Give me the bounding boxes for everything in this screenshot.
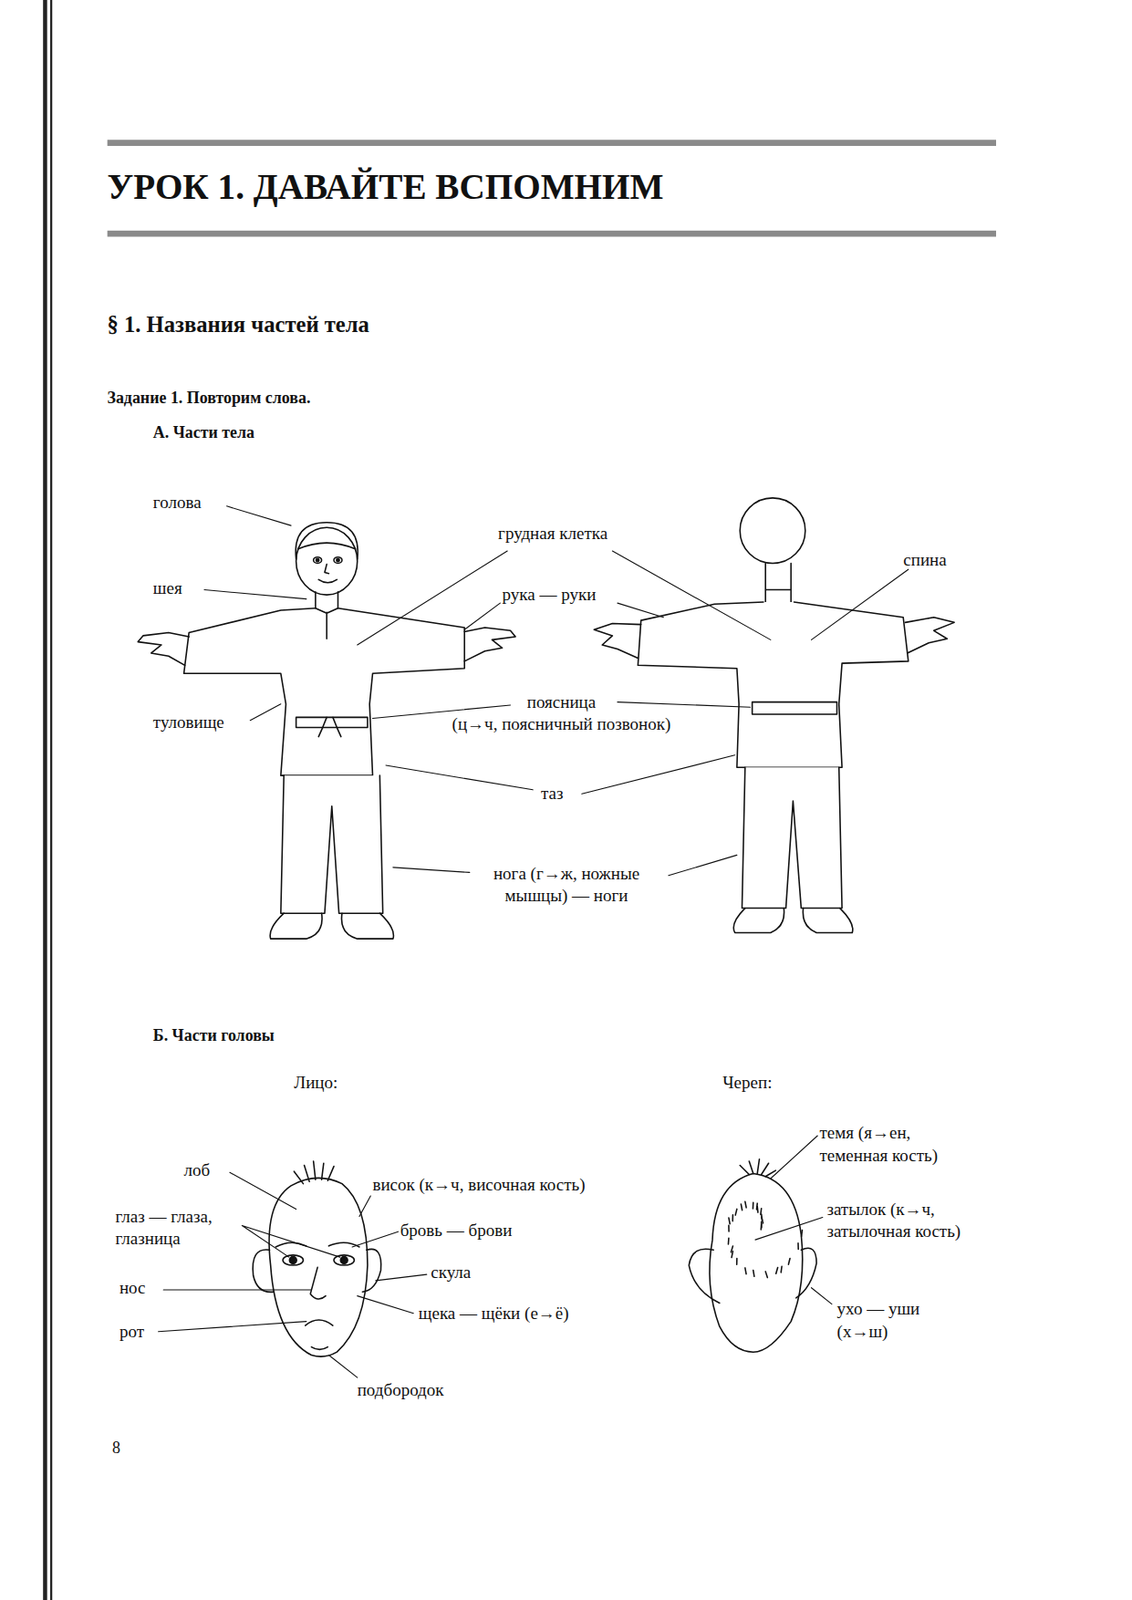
hair-stroke (759, 1208, 762, 1216)
hair-stroke (760, 1214, 763, 1221)
body-part-label: таз (540, 782, 564, 806)
head-part-label: ухо — уши (х→ш) (837, 1298, 921, 1343)
hair-stroke (735, 1208, 738, 1216)
body-part-label: рука — руки (502, 583, 597, 607)
head-part-label: скула (430, 1261, 471, 1285)
figure-caption: Лицо: (293, 1071, 338, 1095)
hair-stroke (776, 1267, 779, 1274)
hair-stroke (745, 1267, 747, 1275)
body-part-label: туловище (153, 711, 225, 735)
body-part-label: грудная клетка (498, 522, 608, 546)
head-part-label: рот (119, 1320, 145, 1344)
hair-stroke (788, 1257, 790, 1265)
subheading: Б. Части головы (153, 1025, 275, 1047)
task-heading: Задание 1. Повторим слова. (106, 387, 311, 409)
head-part-label: глаз — глаза, глазница (114, 1205, 212, 1251)
hair-stroke (779, 1266, 782, 1273)
head-part-label: висок (к→ч, височная кость) (372, 1173, 585, 1197)
section-heading: § 1. Названия частей тела (106, 310, 369, 340)
body-part-label: шея (153, 577, 183, 601)
subheading: А. Части тела (153, 422, 255, 444)
leader-line (158, 506, 909, 1378)
hair-stroke (745, 1201, 747, 1208)
hair-stroke (730, 1246, 733, 1253)
hair-stroke (728, 1217, 730, 1225)
head-part-label: нос (119, 1277, 146, 1300)
hair-stroke (727, 1225, 730, 1232)
hair-stroke (727, 1237, 730, 1245)
body-part-label: нога (г→ж, ножные мышцы) — ноги (493, 862, 640, 908)
head-part-label: затылок (к→ч, затылочная кость) (826, 1198, 961, 1244)
face-drawing (252, 1161, 382, 1357)
body-part-label: поясница (ц→ч, поясничный позвонок) (452, 691, 672, 737)
body-part-label: голова (153, 491, 202, 515)
body-part-label: спина (903, 549, 946, 572)
hair-stroke (800, 1230, 803, 1237)
hair-stroke (731, 1251, 733, 1258)
hair-stroke (765, 1271, 768, 1278)
head-part-label: лоб (183, 1159, 210, 1183)
hair-stroke (736, 1257, 738, 1265)
hair-stroke (739, 1159, 776, 1177)
skull-back-drawing (688, 1159, 817, 1352)
hair-stroke (753, 1270, 755, 1278)
head-part-label: бровь — брови (400, 1219, 513, 1243)
hair-stroke (740, 1204, 742, 1211)
page-number: 8 (112, 1437, 121, 1459)
hair-stroke (756, 1205, 759, 1213)
head-part-label: подбородок (357, 1379, 445, 1403)
hair-stroke (752, 1202, 755, 1209)
lesson-title: УРОК 1. ДАВАЙТЕ ВСПОМНИМ (106, 166, 664, 208)
figure-caption: Череп: (722, 1071, 772, 1095)
head-part-label: щека — щёки (е→ё) (418, 1302, 570, 1326)
hair-stroke (731, 1215, 734, 1222)
hair-stroke (797, 1243, 800, 1250)
page-rules (42, 0, 997, 1600)
head-part-label: темя (я→ен, теменная кость) (820, 1121, 939, 1167)
hair-stroke (760, 1221, 763, 1228)
